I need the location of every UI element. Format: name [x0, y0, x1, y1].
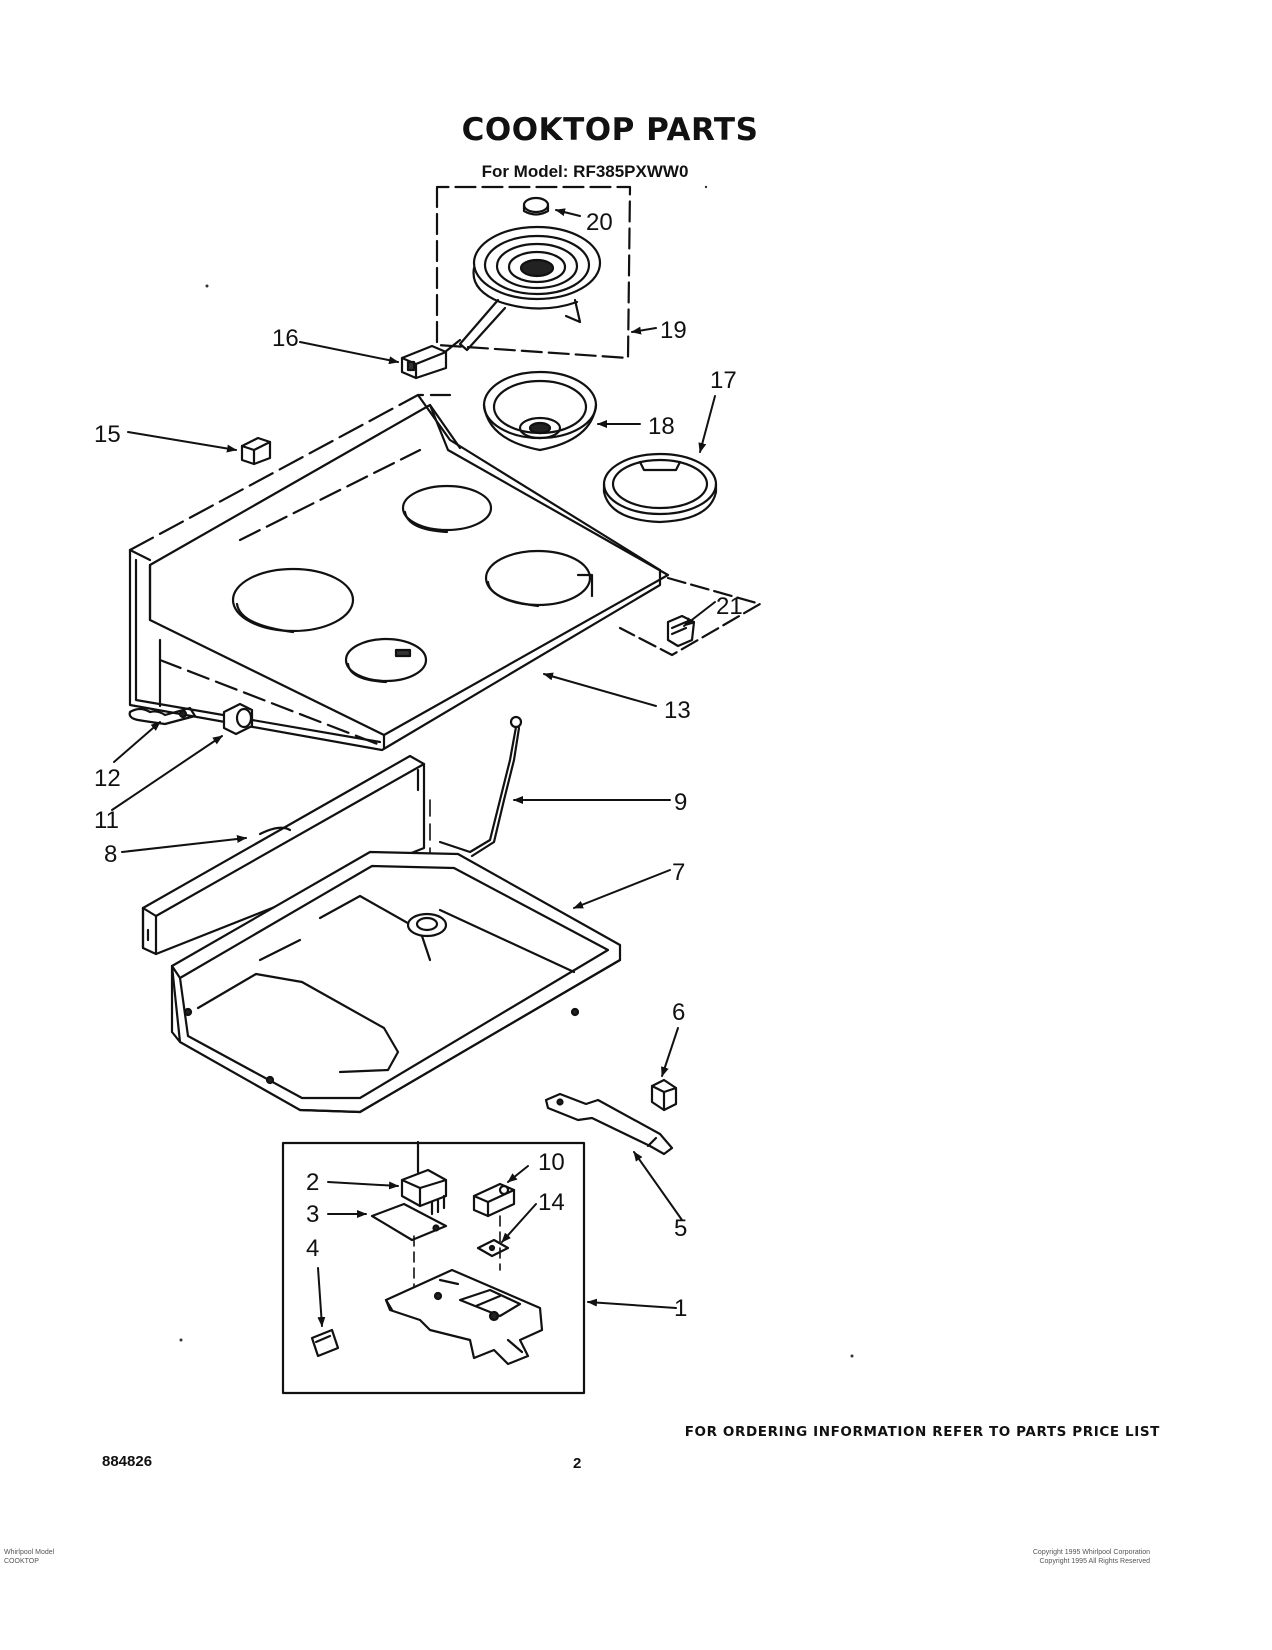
callout-9: 9 — [674, 789, 687, 816]
callout-2: 2 — [306, 1169, 319, 1196]
part-2-switch — [400, 1140, 448, 1216]
part-19-surface-element — [443, 225, 602, 354]
callout-3: 3 — [306, 1201, 319, 1228]
part-18-drip-bowl — [482, 370, 598, 452]
fine-print-right-line-2: Copyright 1995 All Rights Reserved — [1039, 1558, 1150, 1565]
callout-21: 21 — [716, 593, 743, 620]
scan-specks — [179, 185, 854, 1358]
callout-18: 18 — [648, 413, 675, 440]
surface-element-dashed-box — [435, 185, 632, 360]
callout-13: 13 — [664, 697, 691, 724]
model-subtitle: For Model: RF385PXWW0 — [481, 162, 689, 181]
part-9-rod — [438, 715, 523, 858]
callout-7: 7 — [672, 859, 685, 886]
callout-20: 20 — [586, 209, 613, 236]
document-number: 884826 — [102, 1453, 153, 1470]
callout-16: 16 — [272, 325, 299, 352]
page-title: COOKTOP PARTS — [461, 112, 759, 148]
callout-8: 8 — [104, 841, 117, 868]
part-14-plate — [476, 1238, 510, 1258]
callout-19: 19 — [660, 317, 687, 344]
part-13-cooktop — [128, 393, 762, 752]
part-8-rear-panel — [141, 754, 426, 956]
fine-print-left: Whirlpool Model COOKTOP — [4, 1548, 94, 1566]
fine-print-left-line-1: Whirlpool Model — [4, 1549, 55, 1556]
callout-10: 10 — [538, 1149, 565, 1176]
part-12-bracket — [128, 638, 197, 726]
callout-15: 15 — [94, 421, 121, 448]
part-5-bracket — [544, 1092, 674, 1156]
callout-4: 4 — [306, 1235, 319, 1262]
part-10-switch — [472, 1182, 516, 1218]
callout-1: 1 — [674, 1295, 687, 1322]
part-6-block — [650, 1078, 678, 1112]
callout-5: 5 — [674, 1215, 687, 1242]
part-15-clip — [240, 436, 272, 466]
part-11-spacer — [222, 702, 254, 736]
page-number: 2 — [573, 1455, 582, 1472]
fine-print-right-line-1: Copyright 1995 Whirlpool Corporation — [1032, 1549, 1150, 1556]
callout-17: 17 — [710, 367, 737, 394]
part-20-element-cap — [522, 196, 550, 216]
part-16-terminal-block — [400, 344, 448, 380]
part-4-label — [310, 1328, 340, 1358]
callout-11: 11 — [94, 807, 119, 834]
part-1-switch-bracket — [384, 1268, 544, 1366]
part-17-trim-ring — [602, 452, 718, 524]
callout-labels: 20 19 16 17 18 15 21 13 12 11 9 8 7 6 5 … — [94, 209, 743, 1322]
fine-print-left-line-2: COOKTOP — [4, 1558, 39, 1565]
callout-14: 14 — [538, 1189, 565, 1216]
part-7-burner-box — [170, 850, 622, 1114]
ordering-information-note: FOR ORDERING INFORMATION REFER TO PARTS … — [684, 1424, 1160, 1440]
fine-print-right: Copyright 1995 Whirlpool Corporation Cop… — [950, 1548, 1150, 1566]
callout-12: 12 — [94, 765, 121, 792]
leader-lines — [111, 208, 716, 1327]
callout-6: 6 — [672, 999, 685, 1026]
part-3-insulator — [370, 1202, 448, 1242]
switch-assembly-box — [281, 1141, 586, 1395]
